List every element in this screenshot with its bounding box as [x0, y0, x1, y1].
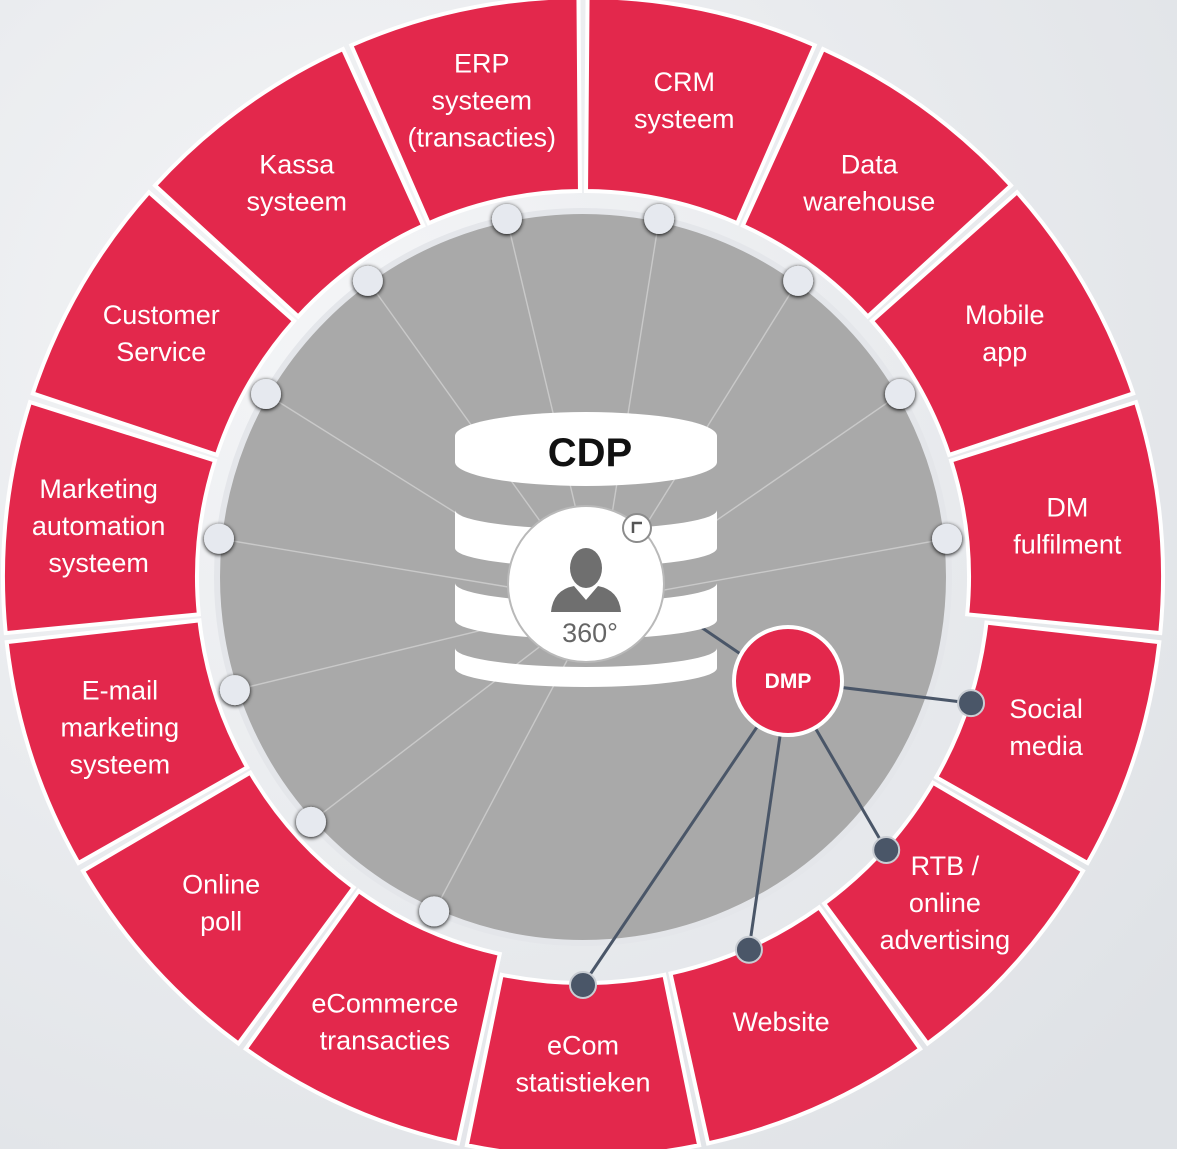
dmp-link-ecom-statistieken	[581, 680, 790, 986]
label-email-marketing-line-1: E-mail	[82, 675, 159, 705]
label-marketing-automation-line-2: automation	[32, 511, 166, 541]
segment-marketing-automation[interactable]	[1, 399, 218, 636]
dmp-label: DMP	[765, 670, 812, 693]
connector-kassa[interactable]	[352, 265, 383, 296]
label-marketing-automation: Marketing automation systeem	[32, 474, 166, 578]
label-rtb-line-2: online	[909, 888, 981, 918]
label-customer-service-line-2: Service	[116, 337, 206, 367]
dmp-hub: DMP	[732, 625, 844, 737]
connector-crm[interactable]	[644, 203, 675, 234]
label-kassa: Kassa systeem	[246, 150, 347, 217]
label-mobile-app: Mobile app	[965, 300, 1045, 367]
label-crm-line-1: CRM	[654, 67, 716, 97]
label-data-warehouse: Data warehouse	[802, 150, 935, 217]
label-email-marketing-line-3: systeem	[70, 749, 171, 779]
label-website: Website	[733, 1007, 830, 1037]
label-ecommerce-transacties-line-2: transacties	[320, 1025, 451, 1055]
label-erp-line-2: systeem	[431, 86, 532, 116]
label-email-marketing-line-2: marketing	[61, 712, 180, 742]
database-layer-4	[455, 648, 717, 687]
label-ecommerce-transacties-line-1: eCommerce	[311, 988, 458, 1018]
segment-kassa[interactable]	[152, 46, 426, 320]
dmp-connector-rtb[interactable]	[872, 836, 901, 865]
segment-data-warehouse[interactable]	[740, 46, 1014, 320]
label-ecom-statistieken: eCom statistieken	[515, 1031, 650, 1098]
label-social-media: Social media	[1009, 694, 1084, 761]
connector-mobile-app[interactable]	[884, 379, 915, 409]
database-layer-top	[455, 412, 717, 486]
label-rtb-line-1: RTB /	[911, 851, 980, 881]
label-dm-fulfilment: DM fulfilment	[1013, 493, 1122, 560]
label-marketing-automation-line-3: systeem	[48, 548, 149, 578]
label-erp-line-3: (transacties)	[407, 123, 556, 153]
label-mobile-app-line-1: Mobile	[965, 300, 1045, 330]
label-data-warehouse-line-2: warehouse	[802, 187, 935, 217]
label-online-poll-line-2: poll	[200, 906, 242, 936]
label-erp: ERP systeem (transacties)	[407, 49, 556, 153]
expand-icon[interactable]	[622, 513, 652, 543]
dmp-connector-social-media[interactable]	[957, 689, 986, 718]
dmp-connector-ecom-statistieken[interactable]	[569, 971, 597, 999]
label-social-media-line-2: media	[1009, 731, 1084, 761]
label-crm: CRM systeem	[634, 67, 735, 134]
segment-erp[interactable]	[348, 0, 582, 226]
connector-marketing-automation[interactable]	[204, 523, 235, 554]
label-dm-fulfilment-line-1: DM	[1046, 493, 1088, 523]
segment-website[interactable]	[668, 904, 924, 1146]
label-online-poll: Online poll	[182, 869, 260, 936]
segment-ecom-statistieken[interactable]	[464, 972, 702, 1149]
segment-customer-service[interactable]	[30, 189, 297, 458]
label-online-poll-line-1: Online	[182, 869, 260, 899]
label-kassa-line-2: systeem	[246, 187, 347, 217]
connector-erp[interactable]	[491, 203, 522, 234]
label-social-media-line-1: Social	[1009, 694, 1083, 724]
connector-customer-service[interactable]	[251, 379, 282, 409]
label-kassa-line-1: Kassa	[259, 150, 335, 180]
connector-data-warehouse[interactable]	[783, 265, 814, 296]
label-crm-line-2: systeem	[634, 104, 735, 134]
connector-ecommerce-transacties[interactable]	[419, 896, 450, 927]
profile-360-label: 360°	[562, 618, 618, 648]
segment-mobile-app[interactable]	[869, 189, 1136, 458]
user-icon	[551, 548, 621, 612]
label-ecom-statistieken-line-1: eCom	[547, 1031, 619, 1061]
label-ecom-statistieken-line-2: statistieken	[515, 1068, 650, 1098]
segment-email-marketing[interactable]	[4, 618, 250, 866]
connector-dm-fulfilment[interactable]	[931, 523, 962, 554]
label-ecommerce-transacties: eCommerce transacties	[311, 988, 458, 1055]
connector-online-poll[interactable]	[296, 806, 327, 837]
connector-layer	[204, 203, 986, 999]
label-marketing-automation-line-1: Marketing	[39, 474, 158, 504]
label-erp-line-1: ERP	[454, 49, 510, 79]
label-email-marketing: E-mail marketing systeem	[61, 675, 180, 779]
customer-profile-360: 360°	[507, 505, 665, 663]
segment-online-poll[interactable]	[80, 769, 357, 1047]
dmp-connector-website[interactable]	[734, 935, 763, 964]
segment-ecommerce-transacties[interactable]	[242, 888, 503, 1146]
connector-email-marketing[interactable]	[219, 675, 250, 706]
label-mobile-app-line-2: app	[982, 337, 1027, 367]
label-dm-fulfilment-line-2: fulfilment	[1013, 530, 1122, 560]
segment-crm[interactable]	[584, 0, 818, 226]
label-rtb-line-3: advertising	[880, 925, 1011, 955]
segment-dm-fulfilment[interactable]	[948, 399, 1165, 636]
segment-social-media[interactable]	[933, 620, 1162, 866]
label-customer-service-line-1: Customer	[103, 300, 220, 330]
label-rtb: RTB / online advertising	[880, 851, 1011, 955]
label-data-warehouse-line-1: Data	[841, 150, 899, 180]
cdp-title: CDP	[548, 431, 632, 475]
label-website-line-1: Website	[733, 1007, 830, 1037]
dmp-circle	[732, 625, 844, 737]
